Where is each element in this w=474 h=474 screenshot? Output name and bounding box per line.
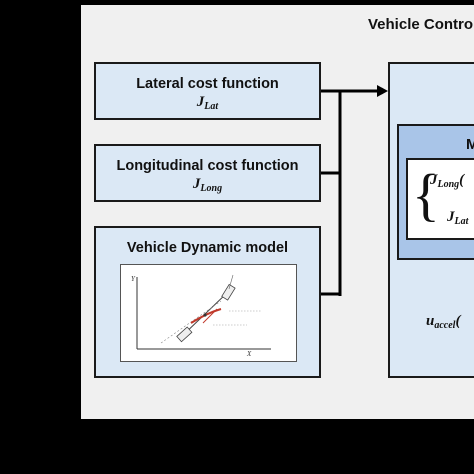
vehicle-model-sketch: Y X [131, 274, 271, 358]
steer-line [228, 274, 234, 290]
front-wheel [221, 283, 236, 301]
x-axis-label: X [246, 350, 252, 358]
arrowhead-to-controller [377, 85, 388, 97]
vehicle-dynamic-model-label: Vehicle Dynamic model [126, 240, 289, 256]
vehicle-model-figure: Y X [120, 264, 297, 362]
panel-title: Vehicle Controller [368, 16, 474, 33]
mpc-title: M [466, 136, 474, 153]
longitudinal-cost-box: Longitudinal cost function JLong [94, 144, 321, 202]
longitudinal-cost-symbol: JLong [192, 176, 223, 194]
lateral-cost-box: Lateral cost function JLat [94, 62, 321, 120]
brace-symbol: { [412, 162, 440, 227]
longitudinal-cost-label: Longitudinal cost function [116, 158, 299, 174]
y-axis-label: Y [131, 275, 136, 283]
vehicle-dynamic-model-box: Vehicle Dynamic model Y X [94, 226, 321, 378]
cost-equation-box [406, 158, 474, 240]
equation-lateral: JLat [447, 209, 469, 227]
lateral-cost-symbol: JLat [196, 94, 219, 112]
control-output-equation: uaccel( [426, 313, 461, 331]
lateral-cost-label: Lateral cost function [136, 76, 279, 92]
rear-wheel [176, 326, 193, 343]
center-of-gravity [203, 313, 207, 317]
equation-longitudinal: JLong( [430, 172, 465, 190]
velocity-vector [202, 308, 218, 324]
